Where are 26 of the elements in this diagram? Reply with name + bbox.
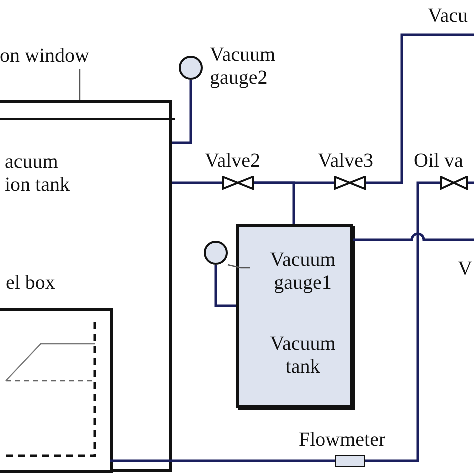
component-label: Oil va: [414, 150, 464, 173]
component-label: el box: [6, 272, 56, 295]
component-label: Vacuum gauge1: [269, 249, 337, 295]
tank-outline: [0, 100, 172, 472]
pipe-line: [172, 182, 222, 184]
pipe-line: [110, 460, 335, 462]
component-label: Valve2: [205, 150, 262, 173]
component-label: acuum ion tank: [5, 151, 71, 197]
gauge-circle: [204, 241, 228, 265]
pipe-line: [366, 34, 474, 184]
vacuum-tank: [236, 224, 353, 408]
pipe-line: [353, 232, 474, 242]
component-label: Vacu: [428, 5, 469, 28]
component-label: V: [458, 258, 474, 281]
component-label: Vacuum tank: [269, 333, 337, 379]
component-label: Valve3: [318, 150, 375, 173]
pipe-line: [214, 265, 236, 308]
pipe-line: [254, 182, 296, 224]
pipe-line: [365, 182, 440, 462]
leader-line: [79, 69, 81, 100]
component-label: on window: [0, 45, 90, 68]
pipe-line: [172, 80, 192, 144]
leader-line: [228, 264, 250, 269]
component-label: Vacuum gauge2: [210, 44, 277, 90]
pipe-line: [468, 182, 474, 184]
component-label: Flowmeter: [299, 429, 387, 452]
